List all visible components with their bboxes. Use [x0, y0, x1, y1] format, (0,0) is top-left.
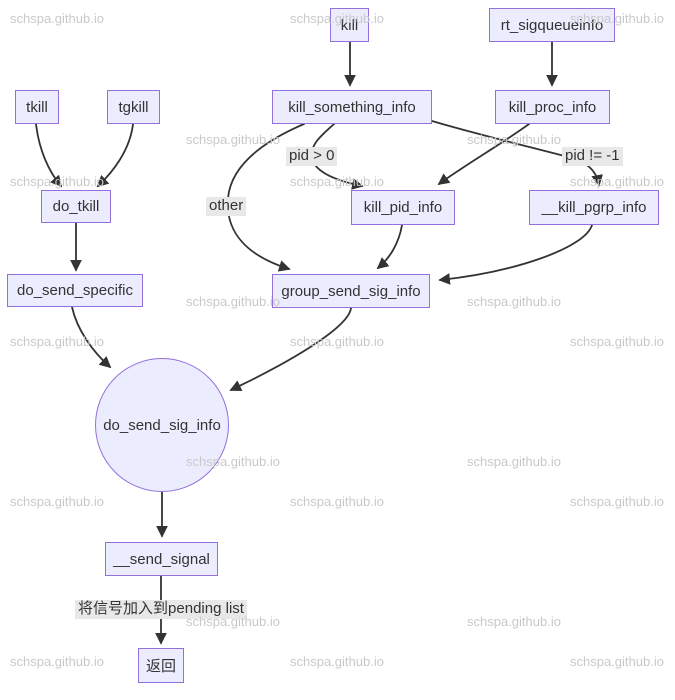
edge-label-other: other: [206, 197, 247, 216]
edge-tgkill-to-do-tkill: [96, 123, 134, 188]
node-group-send-sig-info-label: group_send_sig_info: [281, 282, 421, 300]
edge-group-send-sig-info-to-do-send-sig-info: [229, 307, 352, 391]
edge-kill-pgrp-info-to-group-send-sig-info: [438, 224, 593, 285]
node-kill-proc-info: kill_proc_info: [495, 90, 610, 124]
node-kill-label: kill: [340, 16, 359, 34]
node-do-send-sig-info-label: do_send_sig_info: [103, 416, 221, 434]
edge-tkill-to-do-tkill: [35, 123, 63, 188]
node-do-tkill: do_tkill: [41, 190, 111, 223]
node-kill-something-info: kill_something_info: [272, 90, 432, 124]
node-kill-something-info-label: kill_something_info: [288, 98, 416, 116]
node-tgkill: tgkill: [107, 90, 160, 124]
edge-kill-pid-info-to-group-send-sig-info: [376, 224, 403, 270]
edge-kill-proc-info-to-kill-pid-info: [437, 123, 530, 186]
node-send-signal-label: __send_signal: [113, 550, 210, 568]
node-tkill: tkill: [15, 90, 59, 124]
edge-do-send-specific-to-do-send-sig-info: [71, 306, 112, 369]
node-kill: kill: [330, 8, 369, 42]
node-do-tkill-label: do_tkill: [52, 198, 100, 215]
node-tgkill-label: tgkill: [118, 98, 149, 116]
node-do-send-specific: do_send_specific: [7, 274, 143, 307]
node-kill-pid-info: kill_pid_info: [351, 190, 455, 225]
node-return: 返回: [138, 648, 184, 683]
edge-label-pid-ne-minus1: pid != -1: [562, 147, 623, 166]
node-return-label: 返回: [145, 658, 176, 675]
node-kill-pgrp-info-label: __kill_pgrp_info: [541, 199, 647, 216]
node-rt-sigqueueinfo: rt_sigqueueinfo: [489, 8, 615, 42]
node-send-signal: __send_signal: [105, 542, 218, 576]
node-kill-pid-info-label: kill_pid_info: [363, 199, 443, 216]
node-group-send-sig-info: group_send_sig_info: [272, 274, 430, 308]
edge-label-pending-list: 将信号加入到pending list: [75, 600, 247, 619]
node-kill-pgrp-info: __kill_pgrp_info: [529, 190, 659, 225]
edge-label-pid-gt-0: pid > 0: [286, 147, 338, 166]
node-rt-sigqueueinfo-label: rt_sigqueueinfo: [500, 16, 604, 34]
node-kill-proc-info-label: kill_proc_info: [508, 98, 597, 116]
node-do-send-sig-info: do_send_sig_info: [95, 358, 229, 492]
node-tkill-label: tkill: [26, 98, 48, 116]
edge-kill-something-info-to-kill-pgrp-info: [431, 120, 603, 187]
node-do-send-specific-label: do_send_specific: [17, 282, 133, 299]
